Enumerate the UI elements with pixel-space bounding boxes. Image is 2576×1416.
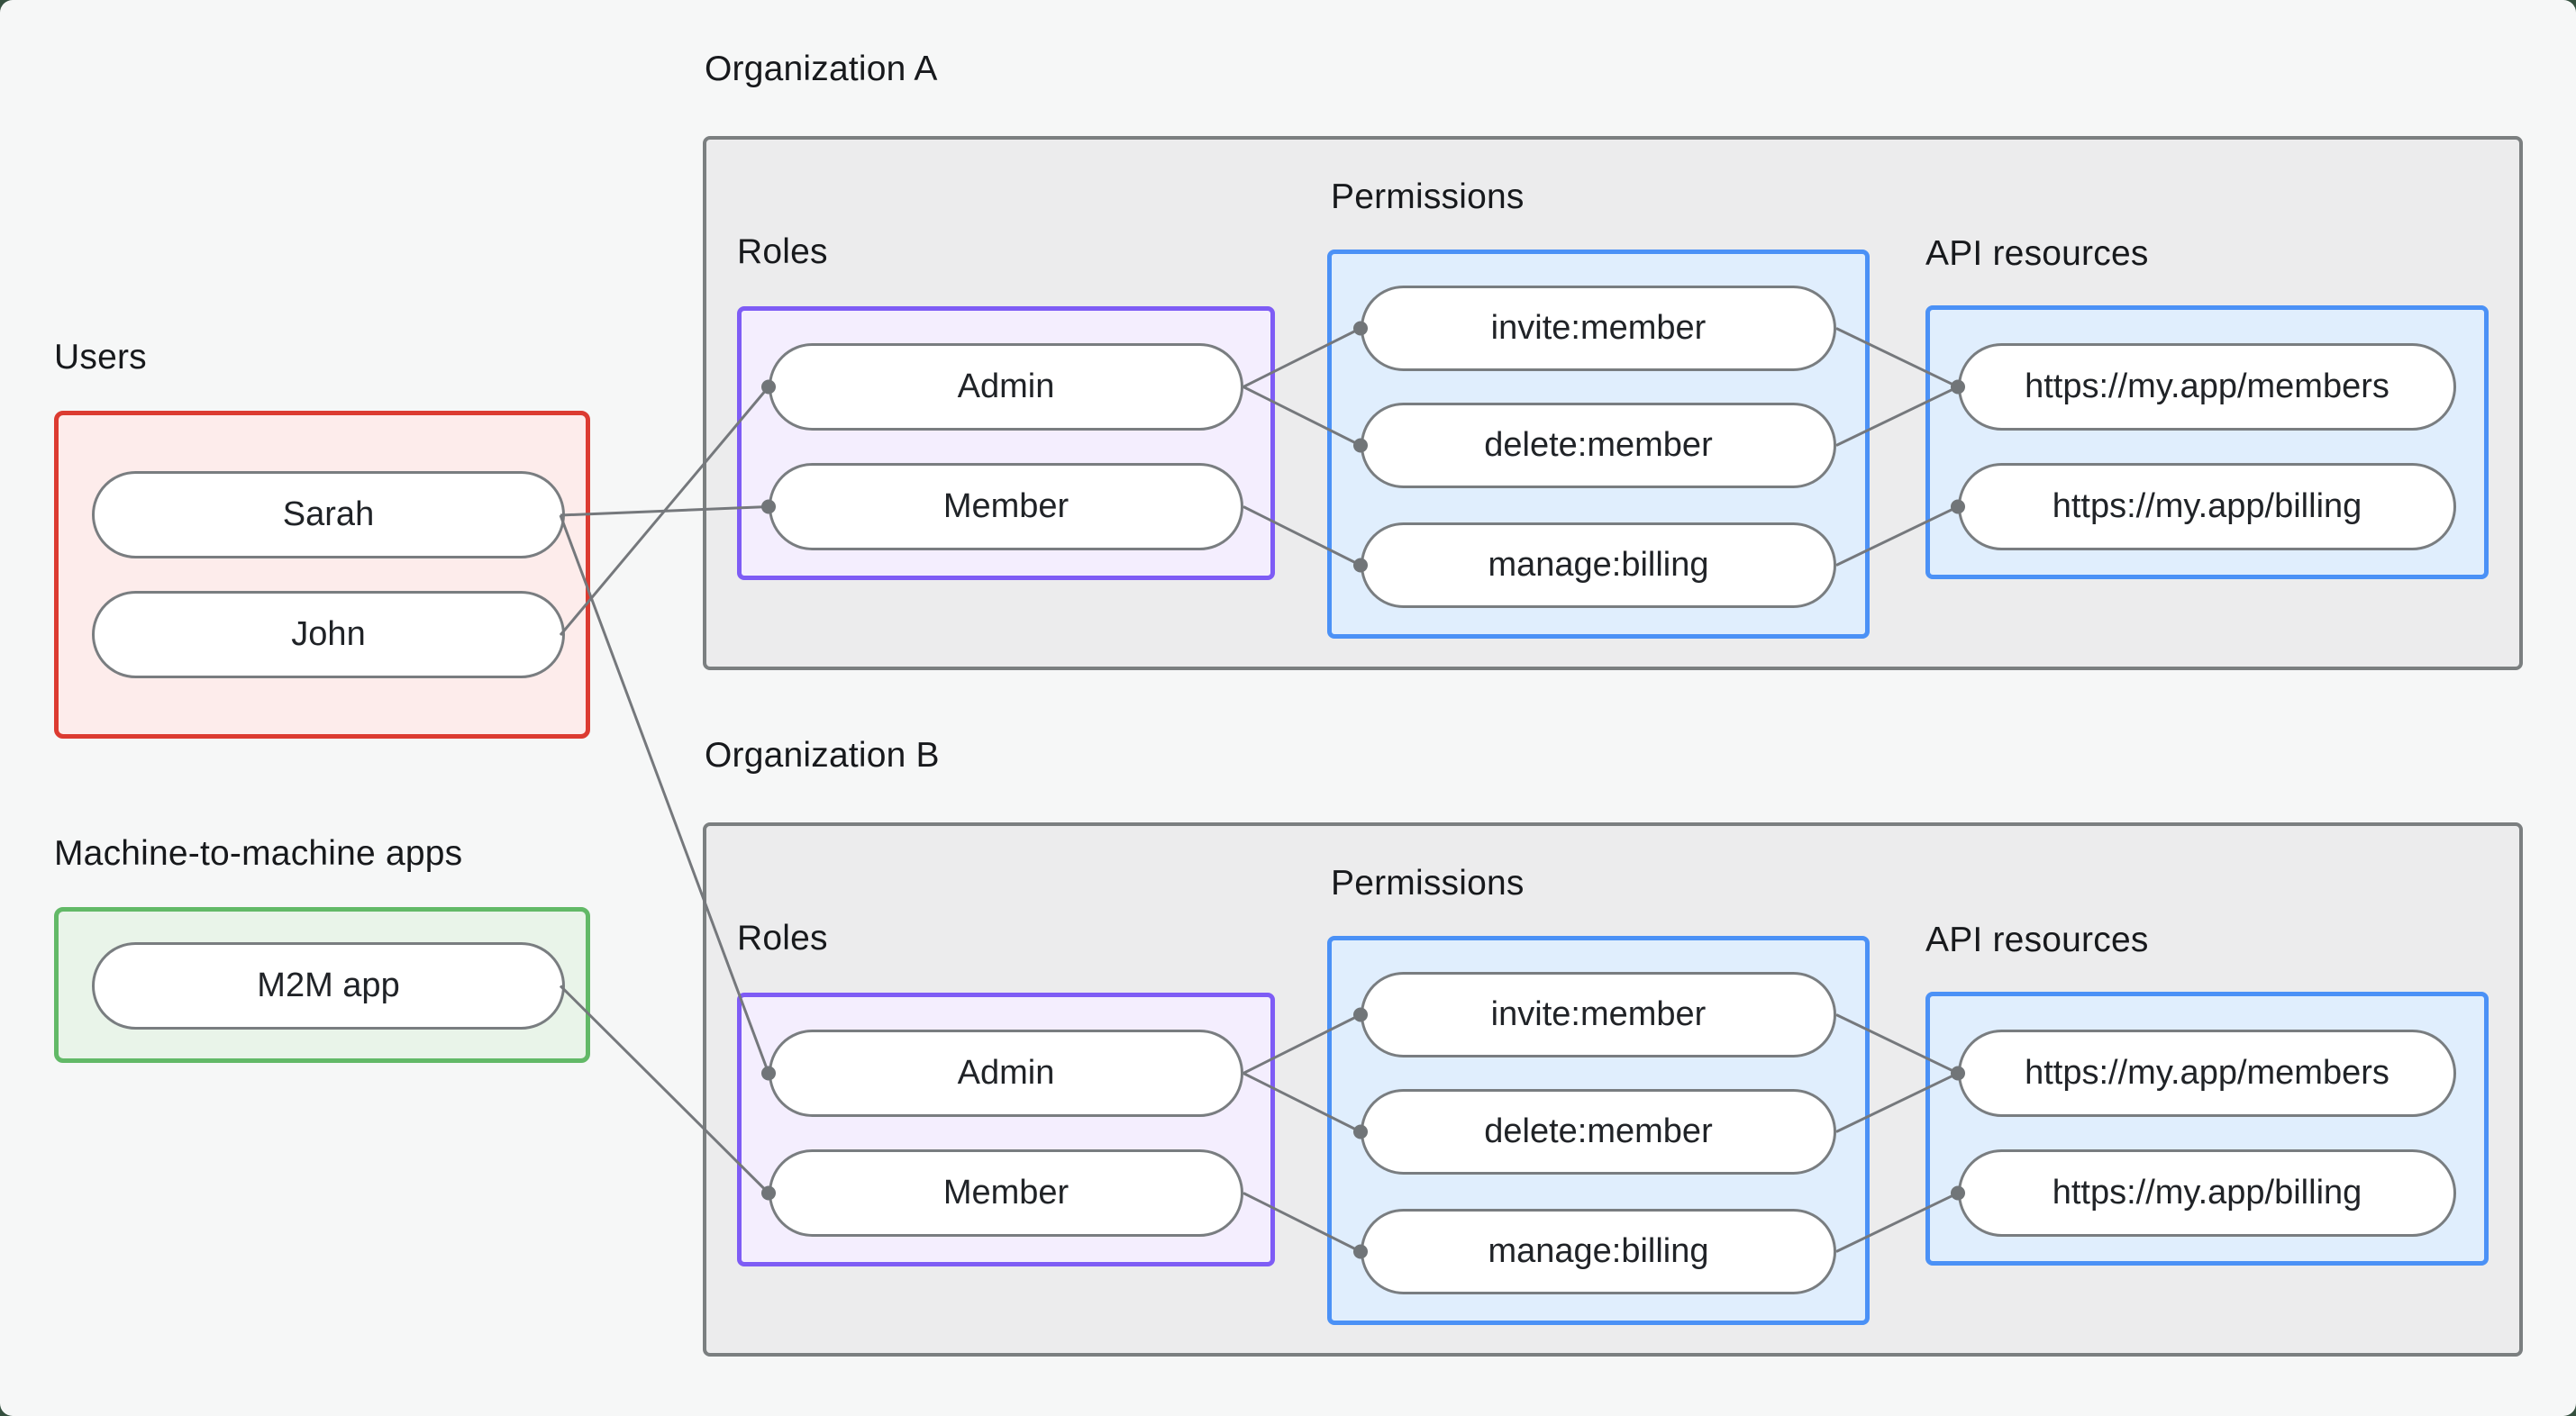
org-b-permission-invite-member: invite:member xyxy=(1361,972,1836,1057)
org-a-roles-label: Roles xyxy=(737,232,828,271)
org-b-roles-label: Roles xyxy=(737,919,828,958)
org-a-permission-invite-member: invite:member xyxy=(1361,286,1836,371)
organization-b: Organization B Roles Admin Member Permis… xyxy=(703,736,2523,1366)
org-a-permission-invite-member-label: invite:member xyxy=(1490,309,1707,347)
m2m-group-box: M2M app xyxy=(54,907,590,1063)
user-node-john-label: John xyxy=(291,615,366,653)
org-a-permission-manage-billing-label: manage:billing xyxy=(1488,546,1709,584)
org-b-role-admin: Admin xyxy=(769,1030,1243,1117)
org-a-api-resource-billing: https://my.app/billing xyxy=(1958,463,2456,550)
org-b-role-member-label: Member xyxy=(942,1174,1070,1212)
org-a-permission-manage-billing: manage:billing xyxy=(1361,522,1836,608)
org-b-api-resource-billing-label: https://my.app/billing xyxy=(2052,1174,2362,1212)
org-a-api-resource-members: https://my.app/members xyxy=(1958,343,2456,431)
org-b-role-member: Member xyxy=(769,1149,1243,1237)
org-b-api-resource-members-label: https://my.app/members xyxy=(2025,1054,2389,1092)
users-group-label: Users xyxy=(54,338,147,377)
org-a-api-resource-billing-label: https://my.app/billing xyxy=(2052,487,2362,525)
org-a-api-resource-members-label: https://my.app/members xyxy=(2025,368,2389,405)
org-b-permission-invite-member-label: invite:member xyxy=(1490,995,1707,1033)
user-node-sarah: Sarah xyxy=(92,471,565,558)
org-b-permission-manage-billing-label: manage:billing xyxy=(1488,1232,1709,1270)
org-a-permission-delete-member-label: delete:member xyxy=(1484,426,1713,464)
org-a-api-resources-label: API resources xyxy=(1925,234,2149,273)
organization-a: Organization A Roles Admin Member Permis… xyxy=(703,50,2523,680)
org-b-permission-delete-member: delete:member xyxy=(1361,1089,1836,1175)
user-node-john: John xyxy=(92,591,565,678)
org-b-api-resource-billing: https://my.app/billing xyxy=(1958,1149,2456,1237)
organization-b-title: Organization B xyxy=(705,736,940,775)
org-b-api-resources-label: API resources xyxy=(1925,921,2149,959)
m2m-app-node: M2M app xyxy=(92,942,565,1030)
org-b-permissions-label: Permissions xyxy=(1331,864,1525,903)
organization-a-title: Organization A xyxy=(705,50,938,88)
org-a-role-member-label: Member xyxy=(942,487,1070,525)
org-a-role-member: Member xyxy=(769,463,1243,550)
m2m-group-label: Machine-to-machine apps xyxy=(54,834,463,873)
org-b-permission-manage-billing: manage:billing xyxy=(1361,1209,1836,1294)
org-a-role-admin-label: Admin xyxy=(957,368,1055,405)
org-b-api-resource-members: https://my.app/members xyxy=(1958,1030,2456,1117)
org-a-permission-delete-member: delete:member xyxy=(1361,403,1836,488)
org-b-role-admin-label: Admin xyxy=(957,1054,1055,1092)
user-node-sarah-label: Sarah xyxy=(282,495,375,533)
org-b-permission-delete-member-label: delete:member xyxy=(1484,1112,1713,1150)
m2m-app-node-label: M2M app xyxy=(257,967,400,1004)
org-a-permissions-label: Permissions xyxy=(1331,177,1525,216)
org-a-role-admin: Admin xyxy=(769,343,1243,431)
users-group-box: Sarah John xyxy=(54,411,590,739)
